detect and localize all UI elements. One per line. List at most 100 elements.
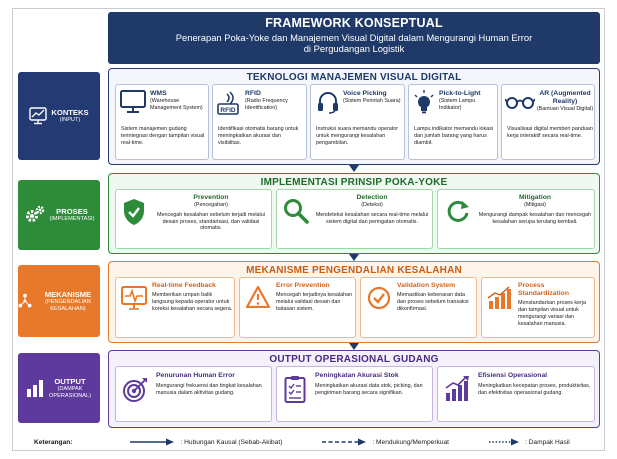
warning-icon bbox=[246, 286, 270, 308]
chart-screen-icon bbox=[29, 107, 48, 125]
card-title: Validation System bbox=[397, 282, 456, 289]
card-subtitle: (Bantuan Visual Digital) bbox=[536, 106, 594, 112]
card-title: Efisiensi Operasional bbox=[478, 372, 548, 379]
bar-trend-icon bbox=[487, 286, 511, 309]
side-label-proses: PROSES (IMPLEMENTASI) bbox=[18, 180, 100, 250]
flow-arrow bbox=[349, 254, 359, 261]
card-subtitle: (Sistem Lampu Indikator) bbox=[439, 98, 476, 111]
dotted-arrow-icon bbox=[489, 438, 519, 446]
card-title: Real-time Feedback bbox=[152, 282, 216, 289]
clipboard-check-icon bbox=[284, 376, 306, 403]
legend-item-dotted: : Dampak Hasil bbox=[489, 438, 570, 446]
side-label-title: KONTEKS bbox=[51, 108, 89, 117]
card-subtitle: (Deteksi) bbox=[361, 202, 383, 208]
panel-title: MEKANISME PENGENDALIAN KESALAHAN bbox=[246, 265, 462, 276]
card-detection: Detection (Deteksi) Mendeteksi kesalahan… bbox=[276, 189, 433, 249]
card-prevention: Prevention (Pencegahan) Mencegah kesalah… bbox=[115, 189, 272, 249]
card-title: Prevention bbox=[193, 194, 229, 201]
card-ar: AR (Augmented Reality) (Bantuan Visual D… bbox=[501, 84, 595, 160]
card-realtime-feedback: Real-time Feedback Memberikan umpan bali… bbox=[115, 277, 235, 338]
refresh-icon bbox=[447, 200, 469, 222]
card-desc: Menstandarkan proses kerja dan tampilan … bbox=[518, 300, 587, 327]
card-title: RFID bbox=[245, 90, 261, 97]
side-label-output: OUTPUT (DAMPAK OPERASIONAL) bbox=[18, 353, 100, 423]
diagram-title: FRAMEWORK KONSEPTUAL bbox=[265, 16, 443, 30]
ar-glasses-icon bbox=[505, 97, 535, 109]
lightbulb-icon bbox=[414, 90, 434, 114]
bar-chart-icon bbox=[27, 380, 43, 397]
legend-item-solid: : Hubungan Kausal (Sebab-Akibat) bbox=[130, 438, 282, 446]
card-title: Penurunan Human Error bbox=[156, 372, 235, 379]
check-circle-icon bbox=[367, 286, 391, 310]
rfid-tag-icon: RFID bbox=[217, 91, 239, 115]
card-title: Mitigation bbox=[518, 194, 552, 201]
card-desc: Lampu indikator memandu lokasi dan jumla… bbox=[414, 126, 494, 146]
card-title: Detection bbox=[356, 194, 388, 201]
legend-title: Keterangan: bbox=[34, 438, 73, 446]
card-validation-system: Validation System Memastikan kebenaran d… bbox=[360, 277, 477, 338]
card-subtitle: (Sistem Perintah Suara) bbox=[343, 98, 401, 104]
headset-icon bbox=[318, 92, 338, 114]
card-subtitle: (Pencegahan) bbox=[194, 202, 228, 208]
card-subtitle: (Mitigasi) bbox=[524, 202, 546, 208]
card-title: Peningkatan Akurasi Stok bbox=[315, 372, 399, 379]
card-desc: Mendeteksi kesalahan secara real-time me… bbox=[315, 211, 429, 225]
card-title: AR (Augmented Reality) bbox=[539, 90, 591, 105]
card-subtitle: (Radio Frequency Identification) bbox=[245, 98, 288, 111]
side-label-konteks: KONTEKS (INPUT) bbox=[18, 72, 100, 160]
side-label-sub: (IMPLEMENTASI) bbox=[49, 216, 95, 222]
card-desc: Instruksi suara memandu operator untuk m… bbox=[316, 126, 399, 146]
card-voice-picking: Voice Picking (Sistem Perintah Suara) In… bbox=[310, 84, 405, 160]
card-mitigation: Mitigation (Mitigasi) Mengurangi dampak … bbox=[437, 189, 595, 249]
network-nodes-icon bbox=[18, 293, 32, 308]
card-rfid: RFID RFID (Radio Frequency Identificatio… bbox=[212, 84, 307, 160]
card-error-prevention: Error Prevention Mencegah terjadinya kes… bbox=[239, 277, 356, 338]
side-label-sub: (PENGENDALIAN KESALAHAN) bbox=[45, 298, 91, 312]
card-title: Pick-to-Light bbox=[439, 90, 481, 97]
svg-text:RFID: RFID bbox=[220, 107, 235, 114]
card-desc: Mencegah terjadinya kesalahan melalui va… bbox=[276, 292, 353, 312]
flow-arrow bbox=[349, 343, 359, 350]
card-process-standardization: Process Standardization Menstandarkan pr… bbox=[481, 277, 595, 338]
legend-label: : Mendukung/Memperkuat bbox=[372, 438, 449, 446]
card-efisiensi-operasional: Efisiensi Operasional Meningkatkan kecep… bbox=[437, 366, 595, 422]
solid-arrow-icon bbox=[130, 438, 175, 446]
card-penurunan-human-error: Penurunan Human Error Mengurangi frekuen… bbox=[115, 366, 272, 422]
dashed-arrow-icon bbox=[322, 438, 367, 446]
card-desc: Memastikan kebenaran data dan proses seb… bbox=[397, 292, 469, 312]
card-peningkatan-akurasi-stok: Peningkatan Akurasi Stok Meningkatkan ak… bbox=[276, 366, 433, 422]
growth-chart-icon bbox=[445, 376, 469, 401]
card-wms: WMS (Warehouse Management System) Sistem… bbox=[115, 84, 209, 160]
legend-item-dashed: : Mendukung/Memperkuat bbox=[322, 438, 449, 446]
pulse-monitor-icon bbox=[121, 286, 147, 310]
panel-title: TEKNOLOGI MANAJEMEN VISUAL DIGITAL bbox=[246, 72, 462, 83]
side-label-sub: (DAMPAK OPERASIONAL) bbox=[49, 385, 91, 399]
gears-icon bbox=[25, 205, 44, 222]
flow-arrow bbox=[349, 165, 359, 172]
card-title: WMS bbox=[150, 90, 167, 97]
card-title: Voice Picking bbox=[343, 90, 387, 97]
panel-title: IMPLEMENTASI PRINSIP POKA-YOKE bbox=[260, 177, 448, 188]
side-label-title: MEKANISME bbox=[44, 289, 92, 299]
magnifier-icon bbox=[284, 199, 309, 224]
legend-label: : Dampak Hasil bbox=[525, 438, 570, 446]
side-label-sub: (INPUT) bbox=[59, 117, 81, 123]
target-icon bbox=[123, 378, 147, 402]
panel-title: OUTPUT OPERASIONAL GUDANG bbox=[269, 354, 439, 365]
card-subtitle: (Warehouse Management System) bbox=[150, 98, 203, 111]
shield-check-icon bbox=[124, 199, 144, 225]
card-desc: Meningkatkan akurasi data stok, picking,… bbox=[315, 383, 423, 396]
diagram-subtitle-line1: Penerapan Poka-Yoke dan Manajemen Visual… bbox=[175, 32, 533, 43]
card-desc: Mengurangi frekuensi dan tingkat kesalah… bbox=[156, 383, 262, 396]
legend: Keterangan: : Hubungan Kausal (Sebab-Aki… bbox=[12, 432, 605, 452]
card-desc: Mencegah kesalahan sebelum terjadi melal… bbox=[157, 211, 265, 232]
card-desc: Mengurangi dampak kesalahan dan mencegah… bbox=[478, 211, 592, 225]
legend-label: : Hubungan Kausal (Sebab-Akibat) bbox=[180, 438, 283, 446]
diagram-subtitle-line2: di Pergudangan Logistik bbox=[303, 43, 405, 54]
side-label-title: PROSES bbox=[56, 207, 88, 216]
card-pick-to-light: Pick-to-Light (Sistem Lampu Indikator) L… bbox=[408, 84, 498, 160]
card-title: Process Standardization bbox=[518, 282, 569, 297]
diagram-header: FRAMEWORK KONSEPTUAL Penerapan Poka-Yoke… bbox=[108, 12, 600, 64]
card-desc: Visualisasi digital memberi panduan kerj… bbox=[507, 126, 593, 139]
card-desc: Memberikan umpan balik langsung kepada o… bbox=[152, 292, 233, 312]
